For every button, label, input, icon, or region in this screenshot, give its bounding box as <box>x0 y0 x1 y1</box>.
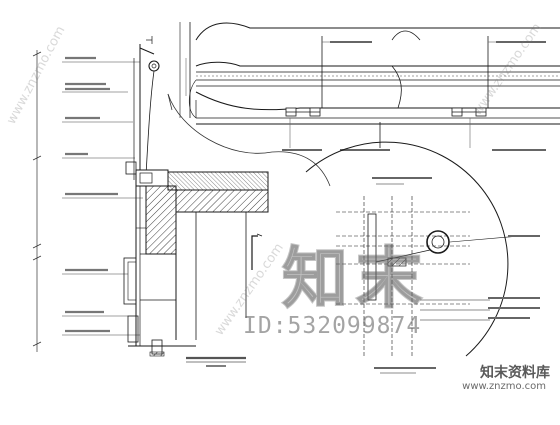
brand-url: www.znzmo.com <box>462 381 546 392</box>
section-lower <box>123 186 263 357</box>
section-caption-left <box>186 356 246 367</box>
circle-detail-annotations <box>372 177 540 374</box>
section-cut-mark <box>251 235 258 270</box>
id-watermark: ID:532099874 <box>243 313 422 339</box>
leader-label-placeholders <box>65 56 118 333</box>
section-handrail <box>125 36 160 180</box>
brand-watermark: 知末资料库 <box>480 365 550 381</box>
circle-detail <box>305 141 521 357</box>
main-watermark: 知末 <box>281 239 430 318</box>
left-dimension-line <box>32 50 42 352</box>
leader-lines <box>62 61 143 336</box>
top-detail-annotations <box>185 41 546 151</box>
rail-brackets <box>285 36 489 148</box>
section-slab <box>135 169 269 255</box>
